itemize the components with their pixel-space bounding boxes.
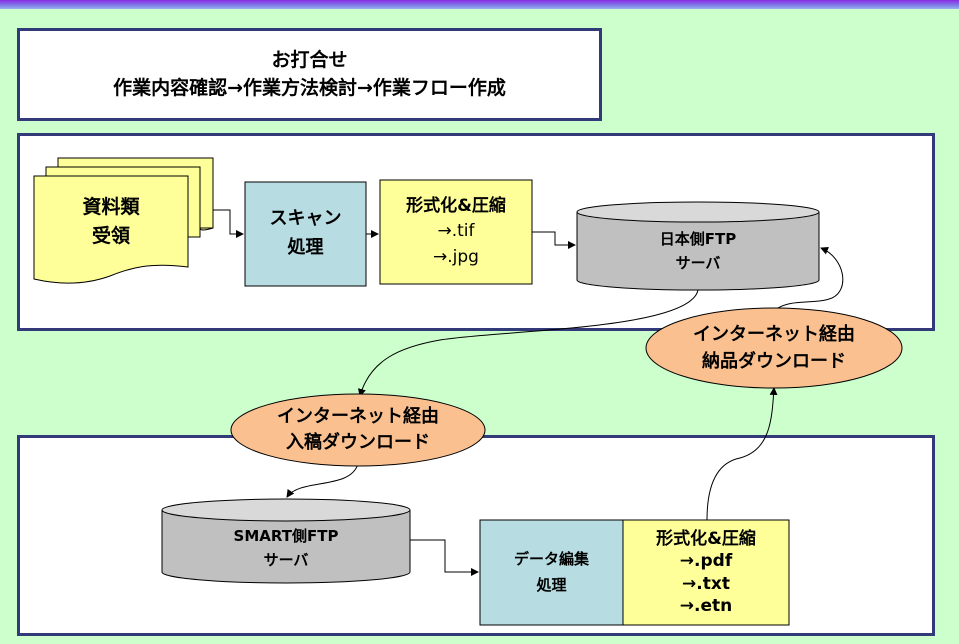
meeting-flow: 作業内容確認→作業方法検討→作業フロー作成	[113, 76, 506, 99]
title-bar-gradient	[0, 0, 959, 9]
delivery-download-ellipse	[645, 307, 903, 389]
format-line3: →.jpg	[433, 246, 479, 267]
smart-format-line4: →.etn	[679, 595, 733, 616]
documents-received-label: 資料類 受領	[34, 182, 188, 262]
scan-line2: 処理	[287, 237, 324, 258]
data-edit-line2: 処理	[536, 575, 567, 594]
smart-format-line1: 形式化&圧縮	[656, 529, 756, 550]
smart-ftp-line2: サーバ	[263, 551, 309, 569]
japan-ftp-line1: 日本側FTP	[659, 230, 737, 248]
connector-japan-ftp-to-upload	[358, 289, 699, 397]
smart-ftp-server-cylinder	[161, 498, 411, 584]
format-compress-box-japan	[379, 179, 533, 285]
connector-format-to-delivery	[706, 387, 778, 521]
connector-documents-to-scan	[213, 209, 244, 238]
scan-process-label: スキャン 処理	[245, 182, 366, 286]
connector-upload-to-smart-ftp	[286, 463, 359, 498]
data-edit-line1: データ編集	[513, 550, 589, 568]
japan-ftp-line2: サーバ	[675, 254, 721, 272]
document-sheet-front	[33, 175, 189, 284]
documents-line2: 受領	[91, 225, 130, 247]
format-line2: →.tif	[437, 221, 475, 242]
format-compress-box-smart	[622, 519, 790, 626]
data-edit-label: データ編集 処理	[480, 520, 623, 625]
upload-download-label: インターネット経由 入稿ダウンロード	[231, 394, 485, 466]
delivery-download-label: インターネット経由 納品ダウンロード	[646, 308, 902, 388]
japan-ftp-server-cylinder	[576, 201, 820, 291]
connector-format-to-ftp	[532, 231, 576, 249]
upload-download-ellipse	[230, 393, 486, 467]
documents-stack-icon	[33, 157, 214, 284]
scan-line1: スキャン	[269, 208, 342, 230]
data-edit-box	[479, 519, 624, 626]
format-compress-label-smart: 形式化&圧縮 →.pdf →.txt →.etn	[623, 520, 789, 625]
upload-line2: 入稿ダウンロード	[286, 432, 430, 453]
meeting-box	[17, 28, 602, 121]
smart-ftp-server-label: SMART側FTP サーバ	[162, 518, 410, 578]
meeting-title: お打合せ	[271, 48, 348, 71]
smart-format-line2: →.pdf	[679, 551, 733, 572]
japan-ftp-server-label: 日本側FTP サーバ	[577, 222, 819, 280]
format-compress-label-japan: 形式化&圧縮 →.tif →.jpg	[380, 180, 532, 284]
smart-ftp-line1: SMART側FTP	[233, 527, 339, 545]
smart-format-line3: →.txt	[682, 573, 730, 594]
delivery-line1: インターネット経由	[693, 324, 855, 345]
documents-line1: 資料類	[82, 195, 140, 218]
delivery-line2: 納品ダウンロード	[702, 351, 846, 372]
format-line1: 形式化&圧縮	[406, 195, 506, 216]
connector-delivery-to-japan-ftp	[774, 247, 844, 311]
upload-line1: インターネット経由	[277, 405, 439, 427]
connector-smart-ftp-to-edit	[410, 539, 479, 576]
scan-process-box	[244, 181, 367, 287]
meeting-text: お打合せ 作業内容確認→作業方法検討→作業フロー作成	[17, 28, 602, 121]
